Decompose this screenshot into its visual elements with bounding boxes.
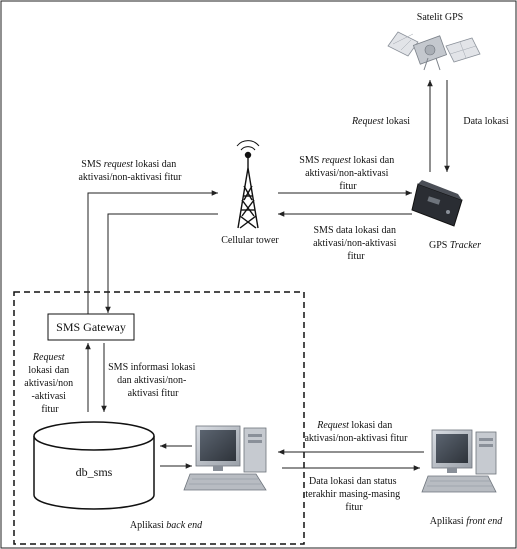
label-tower-to-tracker: SMS request lokasi dan aktivasi/non-akti… <box>299 155 396 192</box>
backend-label: Aplikasi back end <box>130 520 203 531</box>
label-gateway-left: Request lokasi dan aktivasi/non -aktivas… <box>24 352 75 415</box>
backend-computer-icon <box>183 425 267 491</box>
gps-tracker-label: GPS Tracker <box>429 240 481 251</box>
label-request-lokasi: Request lokasi <box>351 116 410 127</box>
label-frontend-to-backend: Request lokasi dan aktivasi/non-aktivasi… <box>304 420 408 444</box>
gps-tracker-icon <box>411 180 463 227</box>
cellular-tower-label: Cellular tower <box>221 235 279 246</box>
frontend-label: Aplikasi front end <box>430 516 503 527</box>
arrow-gateway-to-tower <box>87 190 218 316</box>
database-cylinder <box>33 421 155 510</box>
sms-gateway-box <box>47 313 135 341</box>
satellite-label: Satelit GPS <box>417 12 463 23</box>
frontend-computer-icon <box>421 429 497 493</box>
label-data-lokasi: Data lokasi <box>463 116 508 127</box>
label-gateway-to-tower: SMS request lokasi dan aktivasi/non-akti… <box>78 159 182 183</box>
database-label: db_sms <box>76 465 113 479</box>
sms-gateway-label: SMS Gateway <box>56 320 126 334</box>
cellular-tower-icon <box>236 140 260 229</box>
label-backend-to-frontend: Data lokasi dan status terakhir masing-m… <box>305 476 402 513</box>
satellite-icon <box>387 31 481 71</box>
arrow-tower-to-gateway <box>105 213 218 313</box>
label-gateway-right: SMS informasi lokasi dan aktivasi/non- a… <box>108 362 198 399</box>
backend-region <box>13 291 305 545</box>
label-tracker-to-tower: SMS data lokasi dan aktivasi/non-aktivas… <box>313 225 399 262</box>
